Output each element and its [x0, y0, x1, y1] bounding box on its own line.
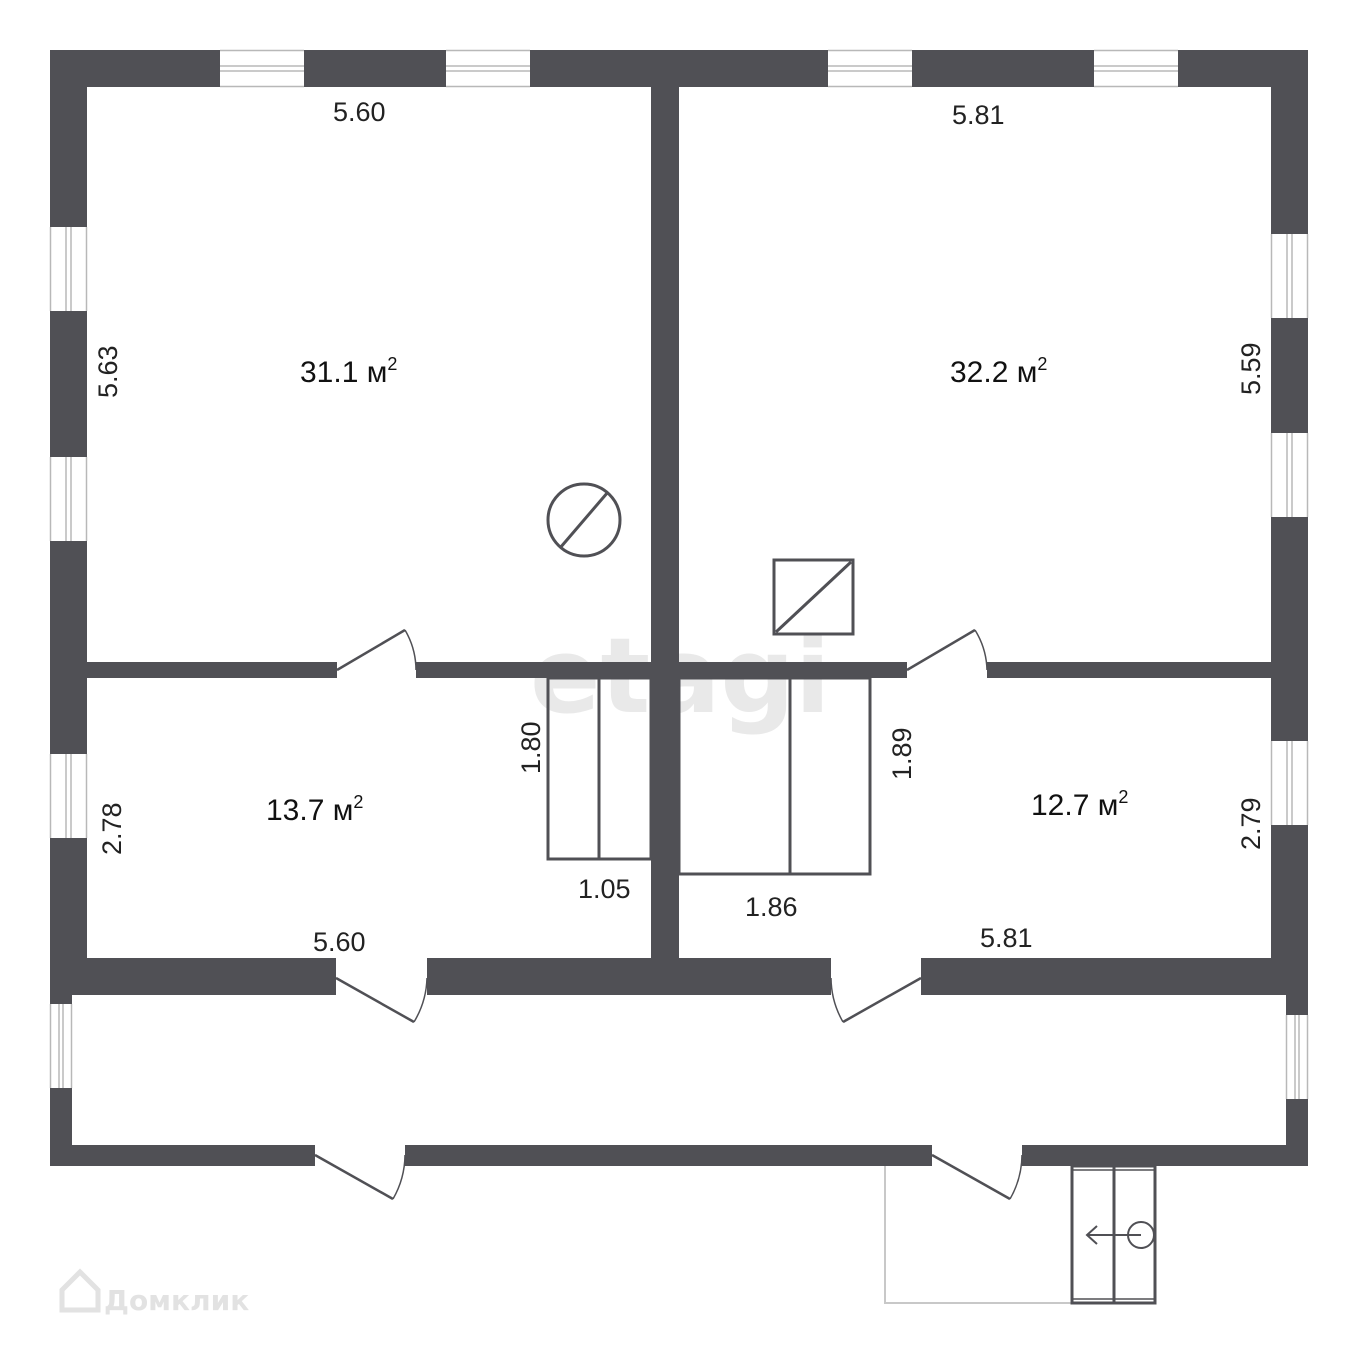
window-top-1	[220, 49, 304, 88]
entry-arrow-icon	[1085, 1221, 1155, 1249]
door-room3	[335, 976, 428, 1024]
porch	[884, 1164, 1157, 1305]
svg-text:Домклик: Домклик	[104, 1284, 249, 1317]
door-room2	[906, 628, 988, 672]
closet-right	[677, 676, 872, 876]
door-room4	[830, 976, 922, 1024]
house-logo-icon	[59, 1268, 101, 1313]
domclick-logo: Домклик	[59, 1268, 249, 1317]
window-right-4	[1285, 1015, 1309, 1099]
window-top-3	[828, 49, 912, 88]
window-right-1	[1270, 234, 1309, 318]
closets	[546, 676, 872, 876]
window-left-3	[49, 754, 88, 838]
window-right-2	[1270, 433, 1309, 517]
chimney-square	[772, 558, 855, 636]
doors	[314, 628, 1023, 1201]
window-left-1	[49, 227, 88, 311]
room-area-31: 31.1 м2	[300, 354, 397, 389]
door-entrance-right	[931, 1153, 1023, 1201]
dim-room1-left: 5.63	[93, 345, 123, 398]
room-area-12: 12.7 м2	[1031, 787, 1128, 822]
chimney-round	[546, 482, 622, 558]
window-top-2	[446, 49, 530, 88]
windows	[49, 49, 1309, 1099]
dim-closet-right-h: 1.89	[887, 727, 917, 780]
dim-room3-left: 2.78	[97, 802, 127, 855]
dim-room4-right: 2.79	[1236, 797, 1266, 850]
dim-closet-left-h: 1.80	[516, 721, 546, 774]
dim-closet-left-w: 1.05	[578, 874, 631, 904]
window-left-4	[49, 1004, 73, 1088]
window-right-3	[1270, 741, 1309, 825]
window-left-2	[49, 457, 88, 541]
dim-room2-top: 5.81	[952, 100, 1005, 130]
dim-room4-bottom: 5.81	[980, 923, 1033, 953]
dim-closet-right-w: 1.86	[745, 892, 798, 922]
dim-room3-bottom: 5.60	[313, 927, 366, 957]
dim-room2-right: 5.59	[1236, 342, 1266, 395]
room-area-32: 32.2 м2	[950, 354, 1047, 389]
window-top-4	[1094, 49, 1178, 88]
walls	[50, 50, 1308, 1166]
room-area-13: 13.7 м2	[266, 792, 363, 827]
door-room1	[336, 628, 417, 672]
door-entrance-left	[314, 1153, 406, 1201]
dim-room1-top: 5.60	[333, 97, 386, 127]
